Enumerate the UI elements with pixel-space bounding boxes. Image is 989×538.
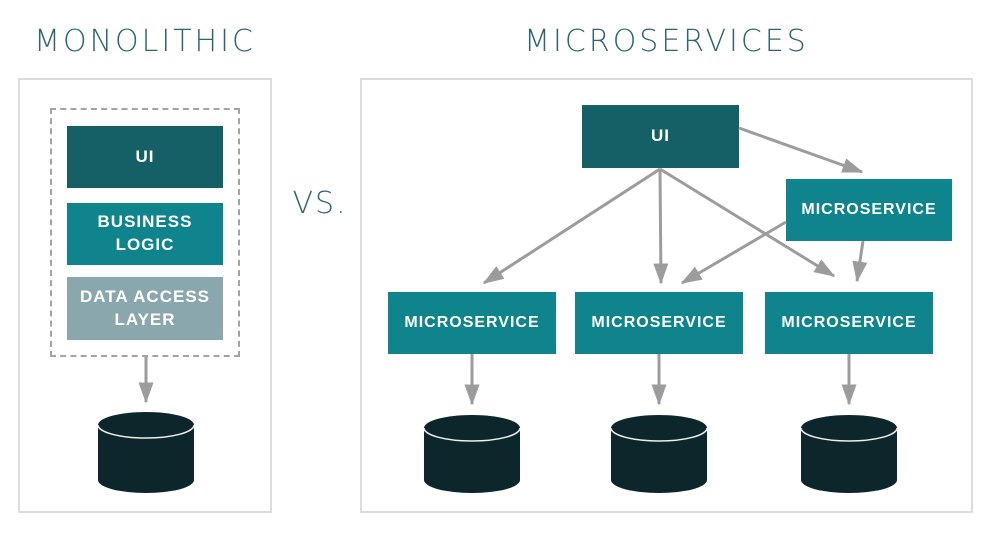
microservice-right-label: MICROSERVICE [781,314,917,332]
microservice-node-right: MICROSERVICE [765,292,933,354]
data-access-label-line1: DATA ACCESS [80,286,210,306]
monolith-business-logic-layer: BUSINESS LOGIC [67,203,223,265]
monolith-ui-layer: UI [67,126,223,188]
microservice-left-label: MICROSERVICE [404,314,540,332]
monolithic-panel: UI BUSINESS LOGIC DATA ACCESS LAYER [18,78,272,513]
business-logic-label-line2: LOGIC [115,235,175,254]
microservice-node-top: MICROSERVICE [786,179,952,241]
microservices-panel: UI MICROSERVICE MICROSERVICE MICROSERVIC… [360,78,973,513]
vs-label: VS. [292,186,348,221]
microservices-title: MICROSERVICES [524,24,809,59]
microservice-node-middle: MICROSERVICE [575,292,743,354]
microservice-middle-label: MICROSERVICE [591,314,727,332]
monolithic-title: MONOLITHIC [34,24,256,59]
microservice-top-label: MICROSERVICE [801,201,937,219]
business-logic-label-line1: BUSINESS [97,212,193,232]
microservices-ui-node: UI [582,105,739,168]
microservices-ui-label: UI [651,126,670,146]
data-access-label-line2: LAYER [114,309,176,329]
monolith-boundary-dashed-box [50,108,240,357]
microservice-node-left: MICROSERVICE [388,292,556,354]
monolith-data-access-layer: DATA ACCESS LAYER [67,277,223,340]
monolith-ui-label: UI [135,146,155,166]
